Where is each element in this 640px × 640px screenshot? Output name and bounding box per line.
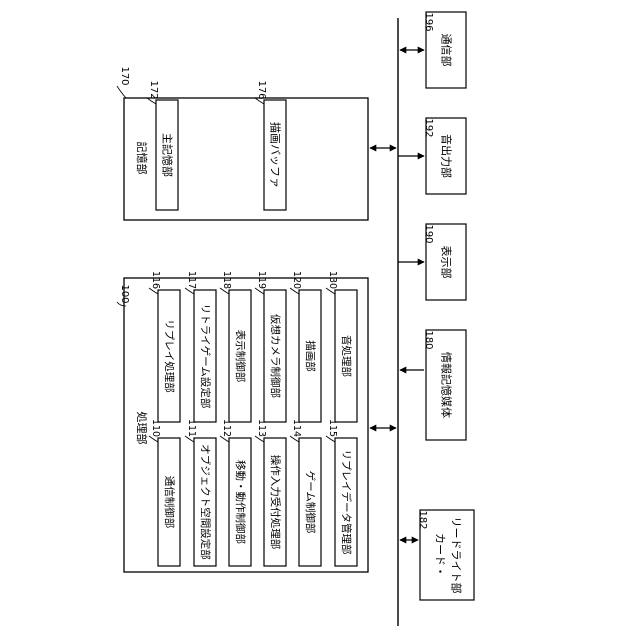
unit-119-ref: 119 (256, 271, 267, 289)
display-ref: 190 (423, 224, 434, 243)
processing-block: 処理部 100 通信制御部110オブジェクト空間設定部111移動・動作制御部11… (117, 271, 368, 572)
unit-116: リプレイ処理部 116 (149, 271, 180, 422)
processing-title: 処理部 (135, 412, 149, 445)
unit-130: 音処理部 130 (326, 271, 357, 422)
communication-unit: 通信部 196 (423, 12, 466, 88)
connectors (370, 50, 424, 540)
unit-118-label: 表示制御部 (234, 330, 247, 383)
unit-117: リトライゲーム設定部 117 (185, 271, 216, 422)
unit-110-label: 通信制御部 (163, 476, 176, 529)
storage-title: 記憶部 (135, 142, 149, 175)
unit-111-label: オブジェクト空間設定部 (199, 444, 212, 560)
unit-130-ref: 130 (327, 271, 338, 289)
info-storage-label: 情報記憶媒体 (440, 352, 454, 418)
unit-112: 移動・動作制御部112 (220, 419, 251, 566)
display-label: 表示部 (440, 246, 454, 279)
draw-buffer-label: 描画バッファ (269, 122, 283, 188)
storage-ref: 170 (119, 66, 130, 85)
unit-116-label: リプレイ処理部 (163, 319, 176, 393)
unit-118-ref: 118 (221, 271, 232, 289)
processing-ref: 100 (119, 284, 130, 303)
unit-117-label: リトライゲーム設定部 (199, 304, 212, 409)
unit-115: リプレイデータ管理部115 (326, 419, 357, 566)
main-memory-label: 主記憶部 (161, 133, 175, 177)
unit-130-label: 音処理部 (340, 335, 353, 377)
unit-112-label: 移動・動作制御部 (234, 460, 247, 544)
unit-113: 操作入力受付処理部113 (255, 419, 286, 566)
display-unit: 表示部 190 (423, 224, 466, 300)
card-reader-label-line-1: カード・ (434, 533, 447, 577)
storage-block: 記憶部 170 主記憶部 172 描画バッファ 176 (117, 66, 368, 220)
unit-119: 仮想カメラ制御部 119 (255, 271, 286, 422)
card-reader-ref: 182 (417, 510, 428, 529)
unit-120: 描画部 120 (290, 271, 321, 422)
communication-label: 通信部 (440, 34, 454, 67)
sound-output-unit: 音出力部 192 (423, 118, 466, 194)
unit-113-label: 操作入力受付処理部 (269, 455, 282, 550)
unit-119-label: 仮想カメラ制御部 (269, 314, 282, 398)
unit-117-ref: 117 (186, 271, 197, 289)
main-memory-ref: 172 (148, 80, 159, 99)
sound-output-label: 音出力部 (440, 134, 454, 178)
unit-120-label: 描画部 (304, 340, 317, 372)
unit-118: 表示制御部 118 (220, 271, 251, 422)
unit-114-label: ゲーム制御部 (304, 471, 317, 534)
communication-ref: 196 (423, 12, 434, 31)
card-reader-unit: カード・ リードライト部 182 (417, 510, 474, 600)
processing-units: 通信制御部110オブジェクト空間設定部111移動・動作制御部112操作入力受付処… (149, 271, 357, 566)
draw-buffer-ref: 176 (256, 80, 267, 99)
unit-111: オブジェクト空間設定部111 (185, 419, 216, 566)
info-storage-ref: 180 (423, 330, 434, 349)
unit-120-ref: 120 (291, 271, 302, 289)
unit-116-ref: 116 (150, 271, 161, 289)
unit-110: 通信制御部110 (149, 419, 180, 566)
card-reader-label-line-2: リードライト部 (450, 517, 464, 594)
sound-output-ref: 192 (423, 118, 434, 137)
info-storage-unit: 情報記憶媒体 180 (423, 330, 466, 440)
unit-114: ゲーム制御部114 (290, 419, 321, 566)
unit-115-label: リプレイデータ管理部 (340, 450, 353, 555)
